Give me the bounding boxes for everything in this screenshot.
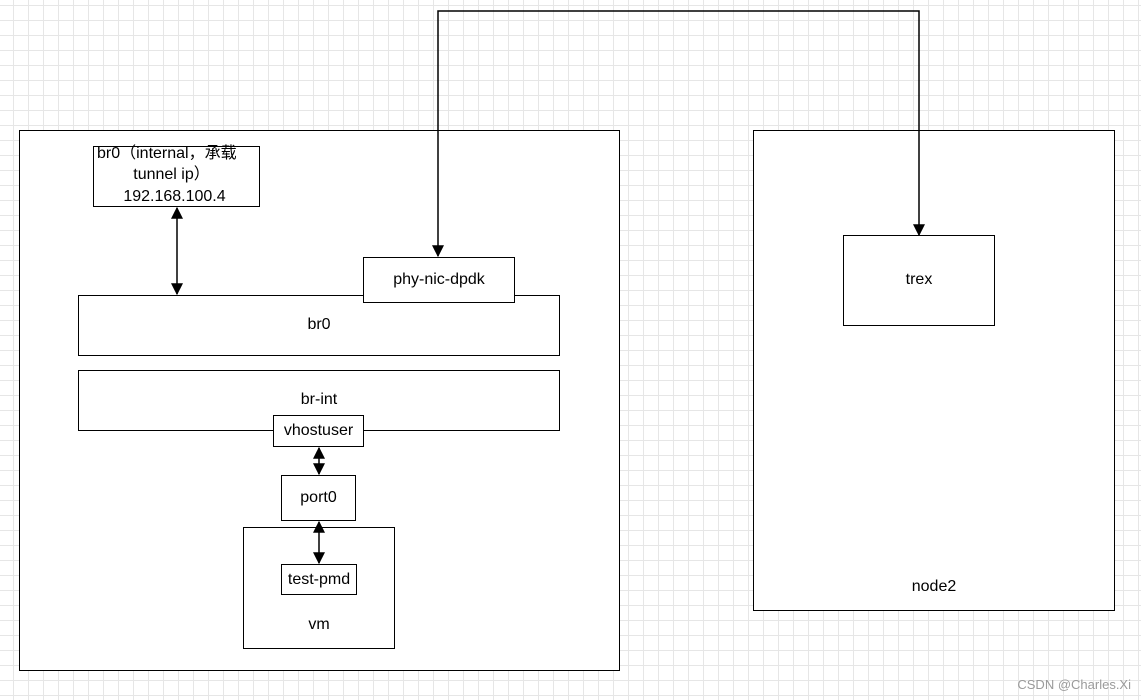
trex-label: trex: [905, 270, 933, 288]
vm-label: vm: [308, 616, 330, 633]
br0-bridge-label: br0: [307, 316, 331, 333]
trex-box: trex: [843, 235, 995, 326]
watermark: CSDN @Charles.Xi: [1017, 677, 1131, 692]
test-pmd-box: test-pmd: [281, 564, 357, 595]
test-pmd-label: test-pmd: [287, 570, 351, 588]
br0-internal-line2: tunnel ip）: [133, 166, 210, 183]
node2-container: node2: [753, 130, 1115, 611]
port0-label: port0: [300, 489, 337, 506]
br0-bridge: br0: [78, 295, 560, 356]
phy-nic-dpdk-label: phy-nic-dpdk: [393, 271, 485, 288]
br0-internal-line1: br0（internal，承载: [97, 145, 237, 162]
br0-internal-box: br0（internal，承载 tunnel ip） 192.168.100.4: [93, 145, 260, 207]
br0-internal-ip: 192.168.100.4: [123, 188, 226, 205]
br-int-label: br-int: [300, 391, 338, 408]
node2-label: node2: [911, 578, 957, 595]
vhostuser-label: vhostuser: [283, 422, 354, 439]
phy-nic-dpdk-port: phy-nic-dpdk: [363, 257, 515, 303]
port0-box: port0: [281, 475, 356, 521]
vhostuser-port: vhostuser: [273, 415, 364, 447]
